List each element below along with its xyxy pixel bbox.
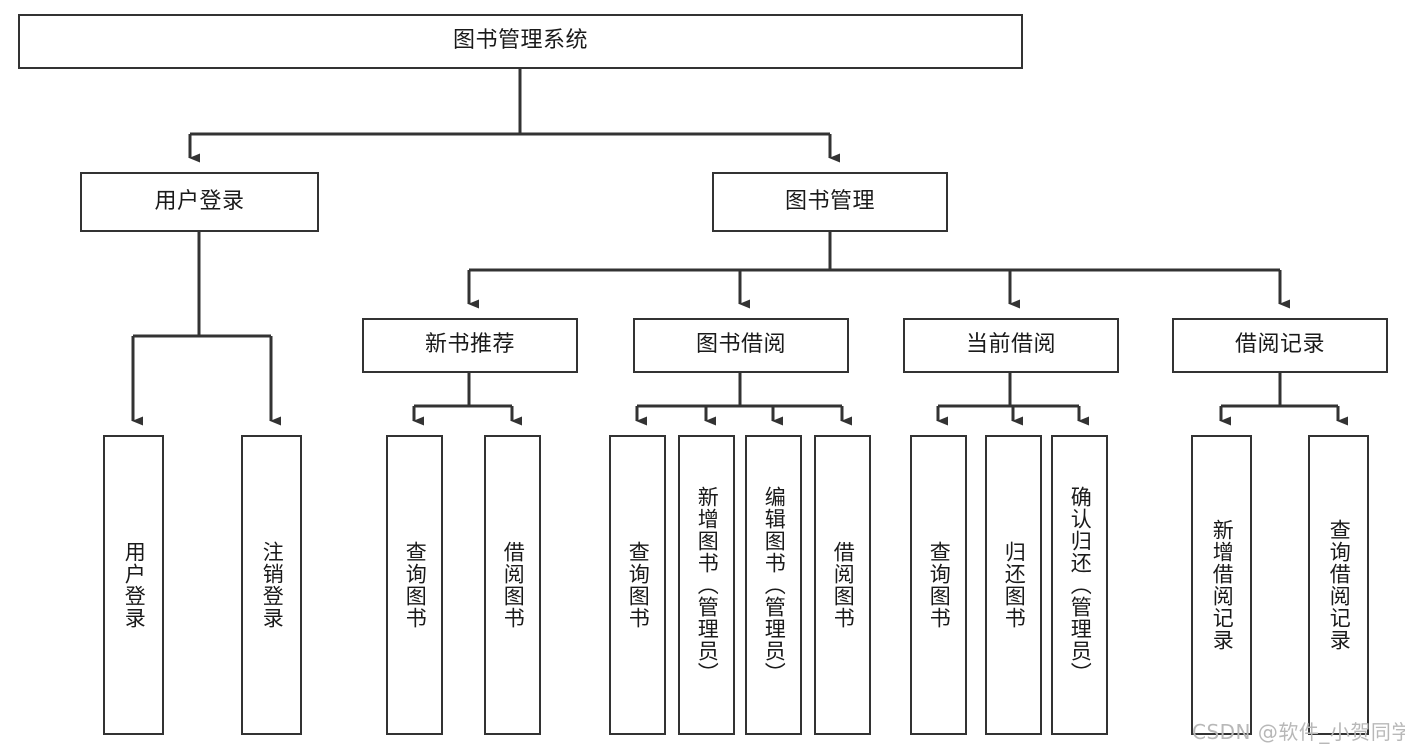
node-borrow-record[interactable]: 借阅记录 [1172,318,1388,373]
node-new-book-recommend[interactable]: 新书推荐 [362,318,578,373]
leaf-query-book-borrow-label: 查询图书 [626,541,651,629]
leaf-confirm-return-admin[interactable]: 确认归还（管理员） [1051,435,1108,735]
leaf-query-borrow-record-label: 查询借阅记录 [1327,519,1352,651]
leaf-query-book-borrow[interactable]: 查询图书 [609,435,666,735]
node-user-login-label: 用户登录 [154,188,245,214]
leaf-add-book-admin-label: 新增图书（管理员） [695,486,720,684]
node-current-borrow-label: 当前借阅 [965,332,1056,358]
leaf-logout[interactable]: 注销登录 [241,435,302,735]
leaf-add-book-admin[interactable]: 新增图书（管理员） [678,435,735,735]
node-book-manage[interactable]: 图书管理 [712,172,948,232]
leaf-edit-book-admin-label: 编辑图书（管理员） [762,486,787,684]
node-root[interactable]: 图书管理系统 [18,14,1023,69]
leaf-edit-book-admin[interactable]: 编辑图书（管理员） [745,435,802,735]
leaf-query-book-current-label: 查询图书 [927,541,952,629]
leaf-add-borrow-record[interactable]: 新增借阅记录 [1191,435,1252,735]
node-user-login[interactable]: 用户登录 [80,172,319,232]
leaf-borrow-book-recommend-label: 借阅图书 [501,541,526,629]
leaf-return-book[interactable]: 归还图书 [985,435,1042,735]
leaf-borrow-book-label: 借阅图书 [831,541,856,629]
leaf-user-login[interactable]: 用户登录 [103,435,164,735]
leaf-user-login-label: 用户登录 [122,541,147,629]
leaf-add-borrow-record-label: 新增借阅记录 [1210,519,1235,651]
leaf-logout-label: 注销登录 [260,541,285,629]
node-book-borrow-label: 图书借阅 [695,332,786,358]
csdn-watermark: CSDN @软件_小贺同学 [1192,720,1405,744]
leaf-borrow-book[interactable]: 借阅图书 [814,435,871,735]
node-borrow-record-label: 借阅记录 [1234,332,1325,358]
node-book-manage-label: 图书管理 [784,188,875,214]
leaf-borrow-book-recommend[interactable]: 借阅图书 [484,435,541,735]
node-current-borrow[interactable]: 当前借阅 [903,318,1119,373]
node-book-borrow[interactable]: 图书借阅 [633,318,849,373]
leaf-query-book-current[interactable]: 查询图书 [910,435,967,735]
leaf-query-book-recommend[interactable]: 查询图书 [386,435,443,735]
leaf-query-borrow-record[interactable]: 查询借阅记录 [1308,435,1369,735]
node-new-book-recommend-label: 新书推荐 [424,332,515,358]
leaf-confirm-return-admin-label: 确认归还（管理员） [1068,486,1093,684]
leaf-query-book-recommend-label: 查询图书 [403,541,428,629]
leaf-return-book-label: 归还图书 [1002,541,1027,629]
node-root-label: 图书管理系统 [452,28,588,54]
